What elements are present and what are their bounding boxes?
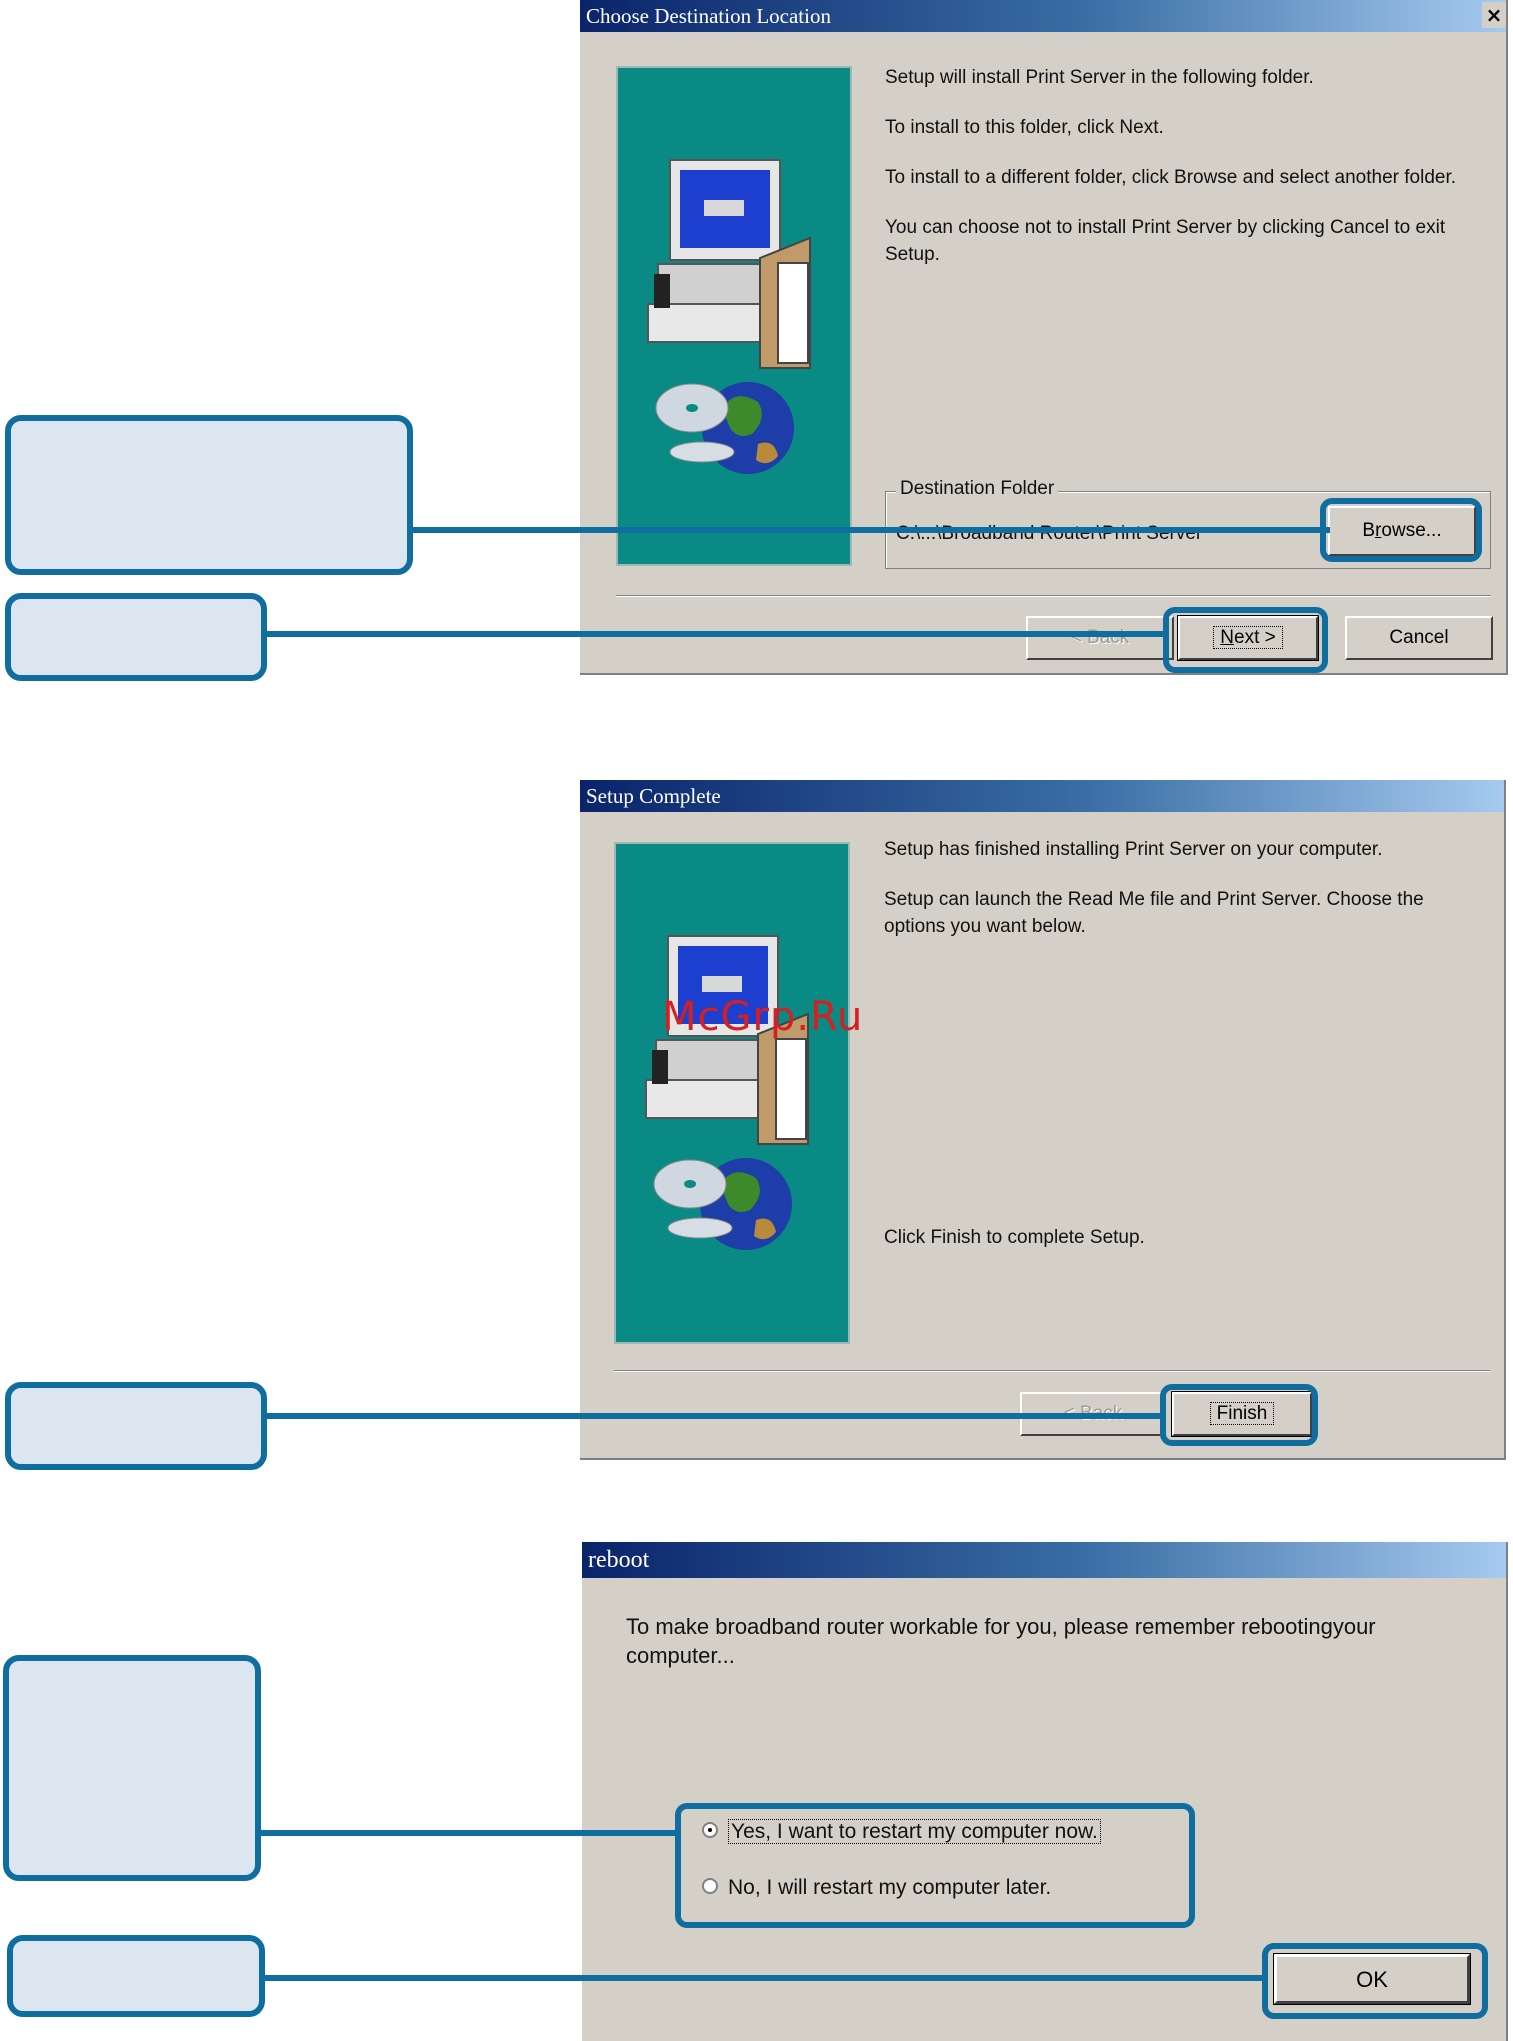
ok-callout-box [7,1935,265,2017]
restart-now-option[interactable]: Yes, I want to restart my computer now. [702,1819,1101,1844]
ok-highlight [1262,1943,1488,2019]
radio-unchecked-icon[interactable] [702,1878,718,1895]
next-label-post: ext > [1234,627,1276,648]
radio-checked-icon[interactable] [702,1822,718,1839]
choose-destination-dialog: Choose Destination Location × Setup will… [580,0,1508,675]
finish-callout-box [5,1382,267,1470]
browse-highlight [1320,498,1482,562]
close-icon[interactable]: × [1482,2,1506,28]
next-callout-line [264,631,1166,637]
back-button[interactable]: < Back [1026,616,1174,660]
browse-callout-line [410,527,1330,533]
dialog-title-bar: Setup Complete [580,780,1504,812]
finish-highlight [1160,1384,1318,1446]
computer-globe-icon [645,935,809,1250]
next-highlight [1163,607,1328,673]
ok-label: OK [1356,1967,1388,1992]
finish-callout-line [264,1413,1164,1419]
restart-options-highlight [675,1803,1195,1928]
setup-complete-dialog: Setup Complete McGrp.Ru Setup has finish… [580,780,1506,1460]
dialog-separator [616,595,1491,597]
click-finish-text: Click Finish to complete Setup. [884,1227,1145,1248]
dialog-title-bar: reboot [582,1542,1506,1578]
destination-folder-label: Destination Folder [896,478,1059,500]
restart-later-label: No, I will restart my computer later. [728,1876,1052,1899]
watermark-text: McGrp.Ru [662,994,864,1040]
next-button[interactable]: Next > [1177,615,1319,661]
cancel-button[interactable]: Cancel [1345,616,1493,660]
ok-callout-line [262,1975,1264,1981]
click-browse-text: To install to a different folder, click … [885,167,1457,188]
finish-label: Finish [1209,1402,1275,1425]
setup-illustration [616,66,852,566]
browse-label-accel: r [1375,520,1382,541]
browse-button[interactable]: Browse... [1328,506,1476,556]
folder-path-text: C:\...\Broadband Router\Print Server [896,523,1203,544]
dialog-title: Choose Destination Location [586,4,831,28]
dialog-title: reboot [588,1547,650,1573]
dialog-title-bar: Choose Destination Location [580,0,1506,32]
browse-callout-box [5,415,413,575]
setup-illustration [614,842,850,1344]
cancel-label: Cancel [1389,627,1449,648]
restart-callout-box [3,1655,261,1881]
dialog-title: Setup Complete [586,784,721,808]
click-next-text: To install to this folder, click Next. [885,117,1164,138]
restart-now-label: Yes, I want to restart my computer now. [728,1819,1101,1844]
restart-callout-line [258,1830,680,1836]
browse-label-post: owse... [1381,520,1442,541]
reboot-message: To make broadband router workable for yo… [626,1614,1376,1668]
dialog-separator [614,1370,1490,1372]
finish-button[interactable]: Finish [1171,1391,1313,1437]
next-callout-box [5,593,267,681]
restart-later-option[interactable]: No, I will restart my computer later. [702,1876,1051,1900]
install-folder-text: Setup will install Print Server in the f… [885,67,1314,88]
next-label-accel: N [1220,627,1234,648]
cancel-instructions-text: You can choose not to install Print Serv… [885,217,1446,265]
reboot-dialog: reboot To make broadband router workable… [582,1542,1508,2041]
launch-options-text: Setup can launch the Read Me file and Pr… [884,889,1424,937]
ok-button[interactable]: OK [1273,1953,1471,2005]
browse-label-pre: B [1362,520,1376,541]
finished-installing-text: Setup has finished installing Print Serv… [884,839,1383,860]
computer-globe-icon [647,159,811,474]
